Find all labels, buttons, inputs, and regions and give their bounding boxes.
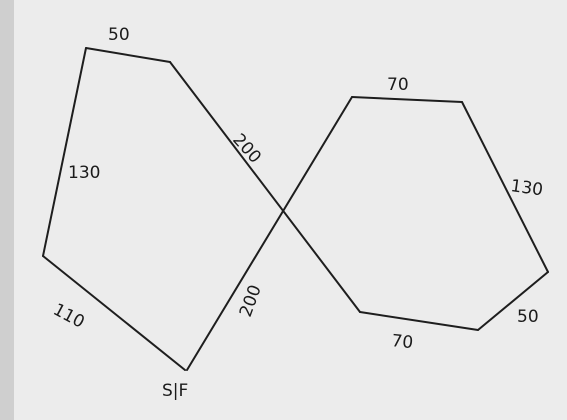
edge-sf-to-left xyxy=(42,255,186,371)
edge-right-lower xyxy=(477,271,549,331)
label-right-lower: 50 xyxy=(517,307,539,327)
label-left-side: 130 xyxy=(68,163,100,183)
edge-left-top xyxy=(85,47,171,63)
label-left-top: 50 xyxy=(108,25,130,45)
label-start-finish: S|F xyxy=(162,381,188,401)
edge-left-side xyxy=(42,47,87,257)
label-right-bottom: 70 xyxy=(390,331,414,353)
label-right-top: 70 xyxy=(387,75,409,95)
edge-diagonal-to-sf xyxy=(186,96,353,371)
edge-right-bottom xyxy=(359,311,479,331)
edge-right-top xyxy=(351,96,463,103)
paper-sheet xyxy=(14,0,567,420)
edge-diagonal-down-right xyxy=(169,61,361,313)
label-right-side: 130 xyxy=(509,176,544,200)
edge-right-side xyxy=(461,101,549,273)
